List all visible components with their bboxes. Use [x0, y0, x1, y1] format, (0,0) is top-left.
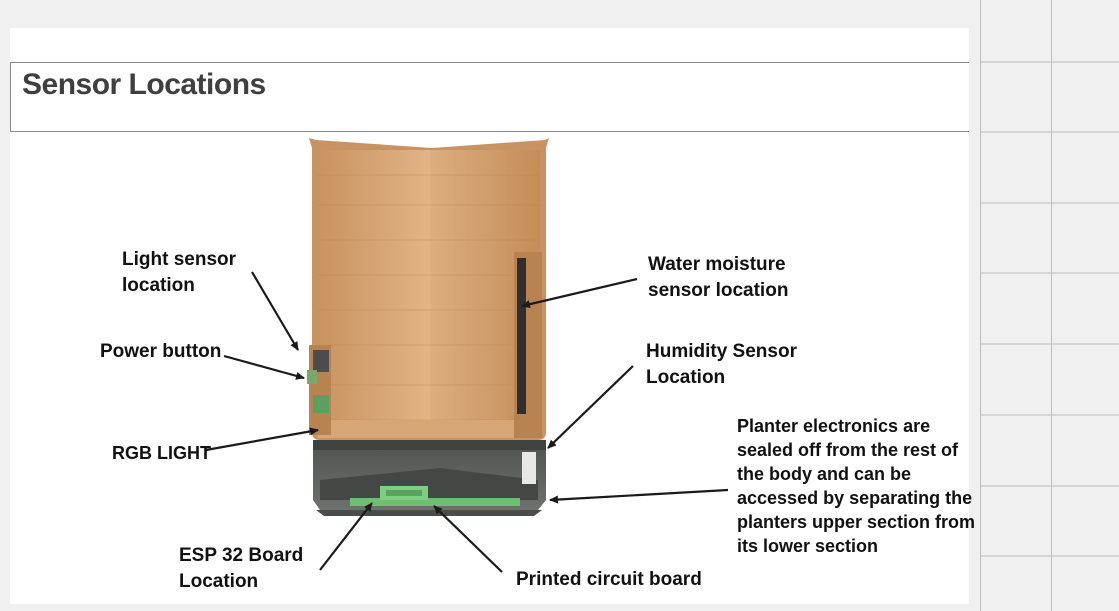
label-pcb: Printed circuit board	[516, 569, 702, 590]
printed-circuit-board	[350, 498, 520, 506]
planter-cavity-left	[318, 150, 430, 438]
light-sensor	[313, 350, 329, 372]
label-light-sensor: Light sensor location	[122, 249, 237, 296]
arrow-electronics	[549, 488, 729, 504]
label-esp32: ESP 32 Board Location	[179, 545, 304, 592]
arrow-power-button	[223, 354, 305, 380]
arrow-esp32	[319, 502, 373, 571]
page-title: Sensor Locations	[22, 68, 266, 101]
background-grid	[980, 0, 1119, 611]
rgb-light	[313, 395, 329, 413]
arrow-light-sensor	[251, 271, 299, 351]
water-moisture-sensor	[517, 258, 526, 414]
label-water-moisture: Water moisture sensor location	[648, 254, 789, 301]
label-power-button: Power button	[100, 341, 222, 362]
arrow-rgb-light	[205, 427, 319, 452]
title-box	[10, 62, 969, 132]
label-electronics-note: Planter electronics are sealed off from …	[737, 416, 976, 556]
arrow-pcb	[433, 505, 503, 573]
power-button	[307, 370, 317, 384]
arrow-humidity	[547, 365, 634, 449]
humidity-sensor	[522, 452, 536, 484]
label-humidity: Humidity Sensor Location	[646, 341, 797, 388]
arrow-water-moisture	[521, 277, 638, 309]
label-rgb-light: RGB LIGHT	[112, 443, 211, 463]
